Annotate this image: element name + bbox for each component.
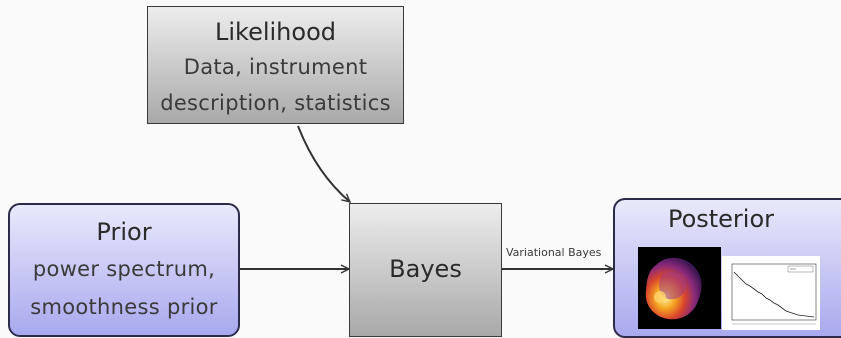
posterior-title: Posterior	[667, 205, 775, 233]
likelihood-line-2: description, statistics	[160, 91, 391, 115]
prior-node: Prior power spectrum, smoothness prior	[8, 203, 240, 337]
prior-line-2: smoothness prior	[30, 295, 218, 319]
prior-line-1: power spectrum,	[32, 257, 216, 281]
bayes-node: Bayes	[349, 203, 502, 337]
likelihood-line-1: Data, instrument	[183, 55, 368, 79]
variational-bayes-edge-label: Variational Bayes	[506, 246, 602, 259]
posterior-map-thumbnail	[638, 247, 721, 329]
posterior-power-spectrum-thumbnail	[722, 256, 820, 330]
likelihood-node: Likelihood Data, instrument description,…	[147, 6, 404, 124]
likelihood-to-bayes-arrow	[297, 125, 350, 202]
prior-title: Prior	[96, 218, 152, 246]
bayes-title: Bayes	[389, 255, 462, 283]
likelihood-title: Likelihood	[215, 18, 336, 46]
